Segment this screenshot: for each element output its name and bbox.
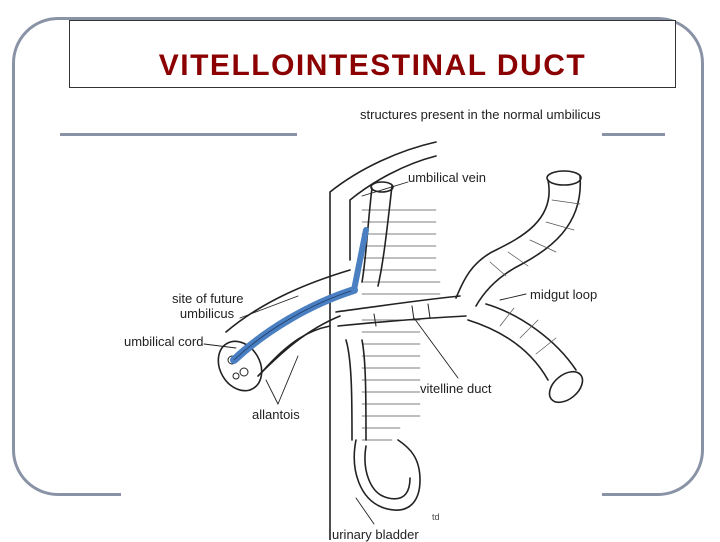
label-vitelline-duct: vitelline duct (420, 381, 492, 396)
label-umbilical-cord: umbilical cord (124, 334, 204, 349)
label-future-umbilicus-line-1: site of future (172, 291, 244, 306)
label-site-of-future-umbilicus: site of future umbilicus (172, 291, 244, 321)
urinary-bladder-wall (353, 439, 421, 511)
umbilical-cord-lower (257, 315, 341, 377)
label-urinary-bladder: urinary bladder (332, 527, 419, 542)
midgut-upper-opening (546, 170, 582, 186)
vitelline-duct-upper (335, 295, 461, 313)
body-wall-hatching (361, 209, 441, 441)
allantois-tube (261, 325, 331, 373)
label-umbilical-vein: umbilical vein (408, 170, 487, 185)
leader-lines (203, 181, 527, 525)
artist-mark: td (432, 512, 440, 522)
label-structures: structures present in the normal umbilic… (360, 107, 601, 122)
umbilical-cord-upper (225, 269, 351, 333)
umbilical-cord-cut-end (217, 340, 263, 392)
highlighted-umbilical-vein (230, 286, 358, 364)
label-future-umbilicus-line-2: umbilicus (179, 306, 235, 321)
midgut-rings (489, 199, 581, 355)
figure-panel-main (121, 240, 602, 540)
label-allantois: allantois (252, 407, 300, 422)
label-midgut-loop: midgut loop (530, 287, 598, 302)
figure-panel-top (297, 99, 602, 241)
abdominal-wall-inner (349, 155, 437, 261)
title-underline-left (60, 133, 300, 136)
title-underline-right (600, 133, 665, 136)
title-box: VITELLOINTESTINAL DUCT (69, 20, 676, 88)
slide-title: VITELLOINTESTINAL DUCT (158, 49, 587, 82)
vitelline-duct-lower (337, 315, 467, 327)
midgut-loop-upper (455, 179, 550, 299)
midgut-loop-lower (467, 319, 549, 381)
midgut-lower-opening (548, 370, 584, 404)
abdominal-wall-outer (329, 141, 437, 540)
cord-cross-section (227, 355, 249, 380)
umbilical-vein-opening (370, 181, 394, 193)
